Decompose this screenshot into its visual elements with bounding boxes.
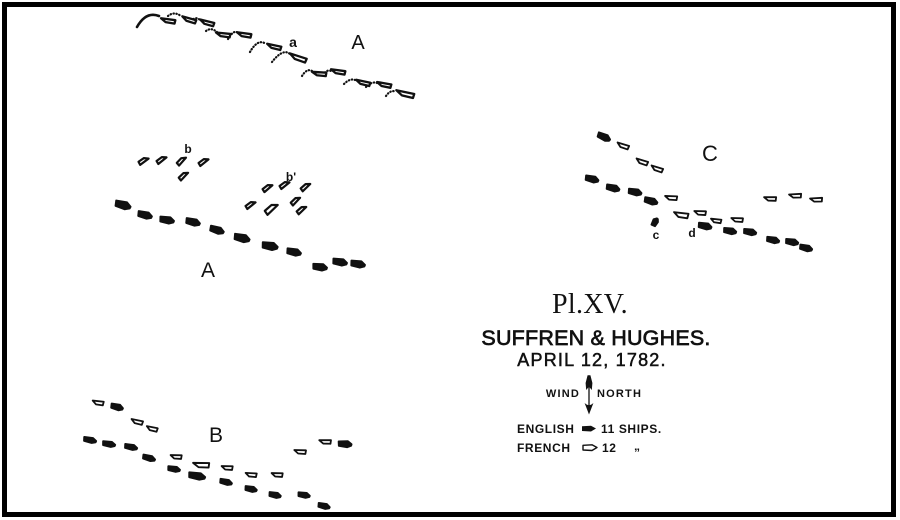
svg-text:c: c <box>653 228 660 242</box>
svg-text:11 SHIPS.: 11 SHIPS. <box>601 422 662 436</box>
svg-text:B: B <box>209 424 223 447</box>
svg-text:SUFFREN & HUGHES.: SUFFREN & HUGHES. <box>481 326 710 350</box>
svg-text:b: b <box>184 142 191 156</box>
svg-text:b': b' <box>286 170 296 184</box>
svg-text:„: „ <box>634 439 640 453</box>
svg-text:a: a <box>289 34 297 50</box>
svg-text:d: d <box>688 226 695 240</box>
svg-text:A: A <box>351 32 365 54</box>
svg-text:A: A <box>201 259 215 282</box>
svg-text:APRIL 12, 1782.: APRIL 12, 1782. <box>517 350 666 370</box>
svg-text:ENGLISH: ENGLISH <box>517 422 575 436</box>
svg-text:C: C <box>702 141 718 166</box>
svg-text:FRENCH: FRENCH <box>517 441 571 455</box>
svg-text:12: 12 <box>602 441 617 455</box>
svg-text:Pl.XV.: Pl.XV. <box>552 289 628 320</box>
svg-text:WIND: WIND <box>546 388 580 400</box>
svg-text:NORTH: NORTH <box>597 388 642 400</box>
